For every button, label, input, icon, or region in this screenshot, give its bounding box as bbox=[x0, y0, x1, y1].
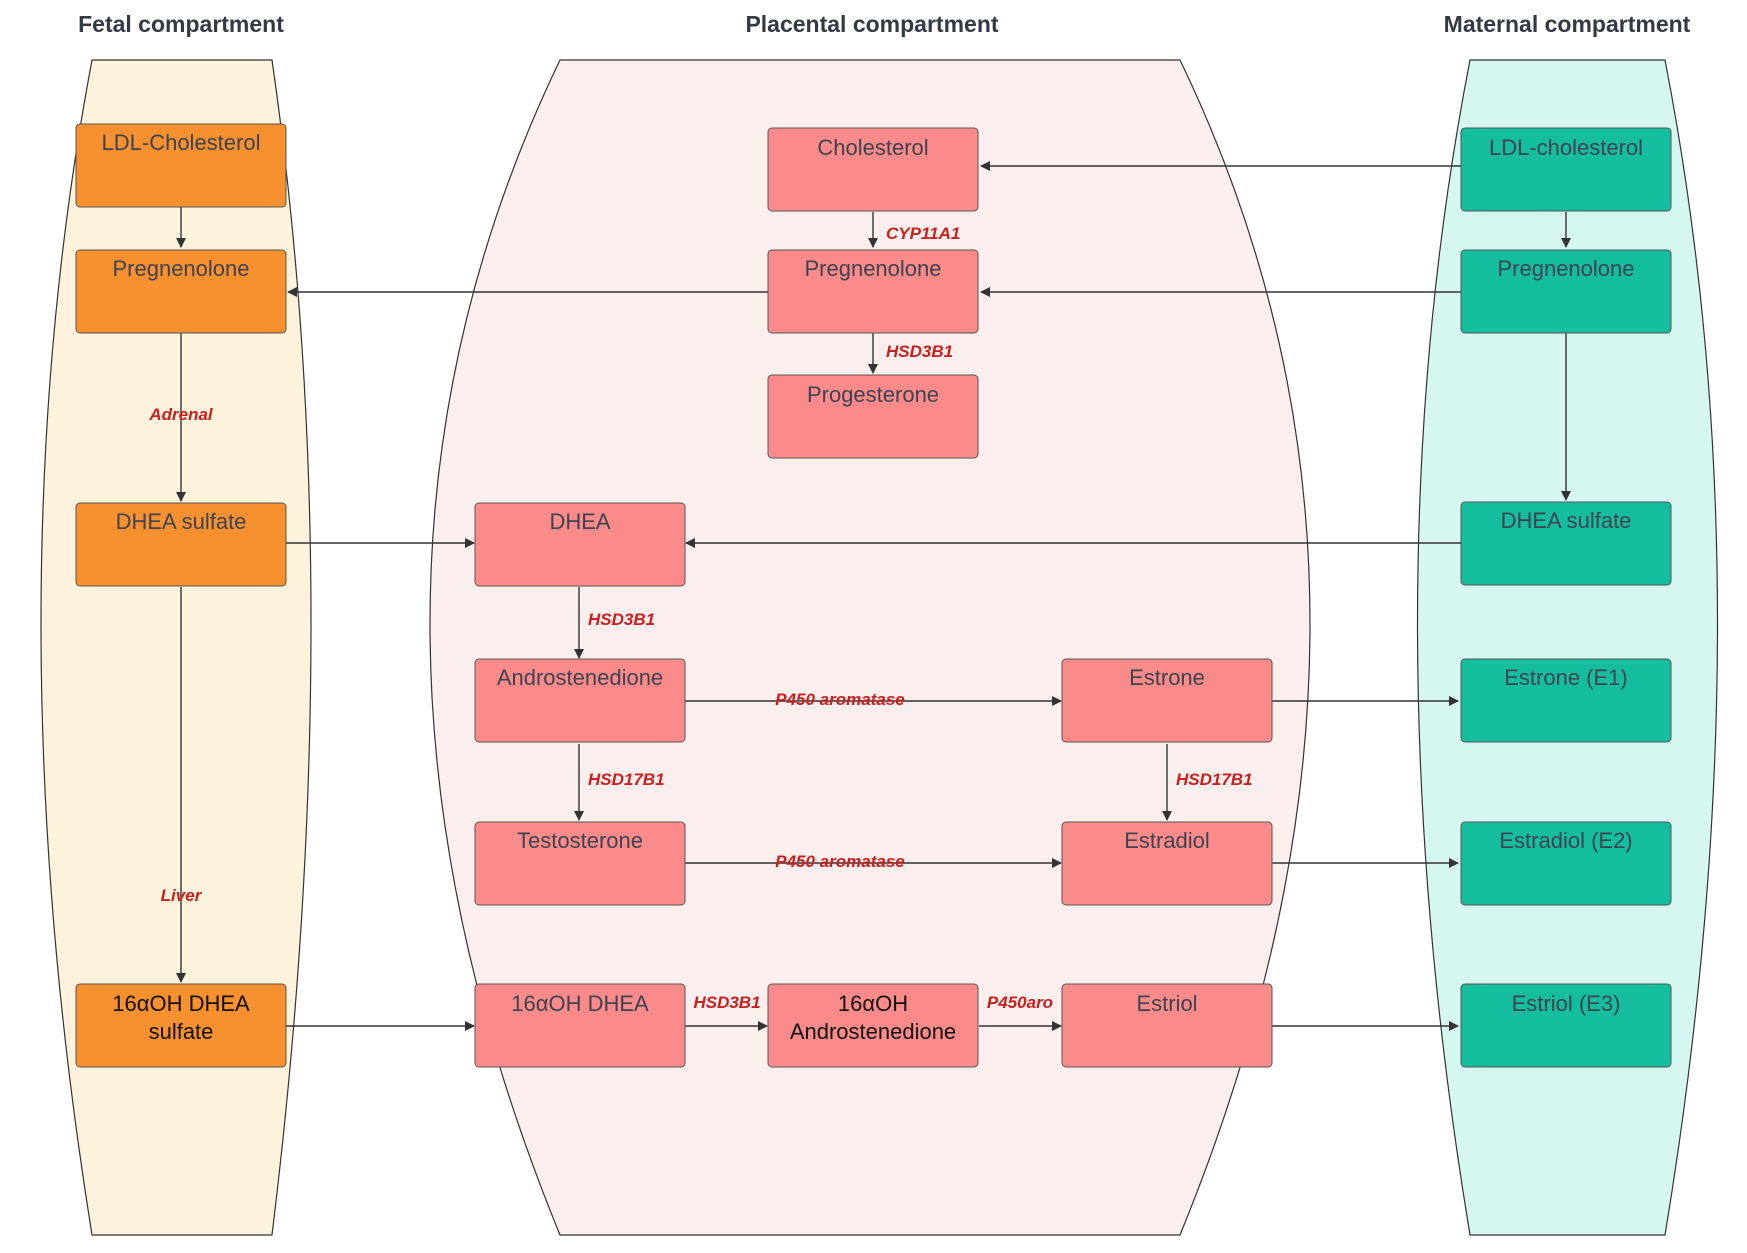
node-maternal-estradiol-e2: Estradiol (E2) bbox=[1460, 821, 1672, 906]
node-fetal-pregnenolone: Pregnenolone bbox=[75, 249, 287, 334]
node-label: Estrone bbox=[1129, 665, 1205, 690]
node-placental-progesterone: Progesterone bbox=[767, 374, 979, 459]
node-maternal-estrone-e1: Estrone (E1) bbox=[1460, 658, 1672, 743]
edge-label-hsd17b1-estrone: HSD17B1 bbox=[1176, 770, 1253, 789]
edge-label-hsd3b1-16dhea: HSD3B1 bbox=[693, 993, 760, 1012]
node-placental-16aoh-dhea: 16αOH DHEA bbox=[474, 983, 686, 1068]
node-label-line2: Androstenedione bbox=[790, 1019, 956, 1044]
fetal-compartment-area bbox=[40, 59, 312, 1236]
node-placental-cholesterol: Cholesterol bbox=[767, 127, 979, 212]
node-label: Androstenedione bbox=[497, 665, 663, 690]
node-maternal-ldl-cholesterol: LDL-cholesterol bbox=[1460, 127, 1672, 212]
node-placental-androstenedione: Androstenedione bbox=[474, 658, 686, 743]
node-label: Estrone (E1) bbox=[1504, 665, 1628, 690]
node-label: LDL-Cholesterol bbox=[102, 130, 261, 155]
node-label: Estriol bbox=[1136, 991, 1197, 1016]
node-fetal-16aoh-dhea-sulfate: 16αOH DHEA sulfate bbox=[75, 983, 287, 1068]
node-placental-estradiol: Estradiol bbox=[1061, 821, 1273, 906]
node-placental-16aoh-androstenedione: 16αOH Androstenedione bbox=[767, 983, 979, 1068]
node-label: DHEA sulfate bbox=[116, 509, 247, 534]
node-label: Pregnenolone bbox=[112, 256, 249, 281]
node-label: LDL-cholesterol bbox=[1489, 135, 1643, 160]
edge-label-hsd3b1-dhea: HSD3B1 bbox=[588, 610, 655, 629]
edge-label-hsd17b1-andro: HSD17B1 bbox=[588, 770, 665, 789]
maternal-compartment-area bbox=[1416, 59, 1719, 1236]
node-label: Pregnenolone bbox=[1497, 256, 1634, 281]
node-label: Estradiol bbox=[1124, 828, 1210, 853]
maternal-compartment-title: Maternal compartment bbox=[1444, 11, 1691, 37]
placental-compartment-area bbox=[429, 59, 1311, 1236]
node-label-line2: sulfate bbox=[149, 1019, 214, 1044]
node-maternal-pregnenolone: Pregnenolone bbox=[1460, 249, 1672, 334]
node-maternal-estriol-e3: Estriol (E3) bbox=[1460, 983, 1672, 1068]
node-label: Cholesterol bbox=[817, 135, 928, 160]
placental-compartment-title: Placental compartment bbox=[745, 11, 998, 37]
node-placental-testosterone: Testosterone bbox=[474, 821, 686, 906]
node-fetal-ldl-cholesterol: LDL-Cholesterol bbox=[75, 123, 287, 208]
node-maternal-dhea-sulfate: DHEA sulfate bbox=[1460, 501, 1672, 586]
node-fetal-dhea-sulfate: DHEA sulfate bbox=[75, 502, 287, 587]
edge-label-hsd3b1-preg: HSD3B1 bbox=[886, 342, 953, 361]
node-label: Estriol (E3) bbox=[1512, 991, 1621, 1016]
edge-label-cyp11a1: CYP11A1 bbox=[886, 224, 960, 243]
node-label: Pregnenolone bbox=[804, 256, 941, 281]
edge-label-liver: Liver bbox=[161, 886, 203, 905]
fetal-compartment-title: Fetal compartment bbox=[78, 11, 284, 37]
node-placental-estrone: Estrone bbox=[1061, 658, 1273, 743]
edges bbox=[176, 161, 1571, 1031]
node-label: Testosterone bbox=[517, 828, 643, 853]
node-placental-dhea: DHEA bbox=[474, 502, 686, 587]
node-label-line1: 16αOH bbox=[838, 991, 908, 1016]
edge-label-aromatase-testo: P450 aromatase bbox=[775, 852, 904, 871]
node-label: Progesterone bbox=[807, 382, 939, 407]
node-label: DHEA bbox=[549, 509, 610, 534]
node-label: 16αOH DHEA bbox=[511, 991, 649, 1016]
edge-label-p450aro: P450aro bbox=[987, 993, 1053, 1012]
node-placental-pregnenolone: Pregnenolone bbox=[767, 249, 979, 334]
node-label: DHEA sulfate bbox=[1501, 508, 1632, 533]
node-label: Estradiol (E2) bbox=[1499, 828, 1632, 853]
edge-label-aromatase-andro: P450 aromatase bbox=[775, 690, 904, 709]
node-placental-estriol: Estriol bbox=[1061, 983, 1273, 1068]
node-label-line1: 16αOH DHEA bbox=[112, 991, 250, 1016]
edge-label-adrenal: Adrenal bbox=[148, 405, 214, 424]
